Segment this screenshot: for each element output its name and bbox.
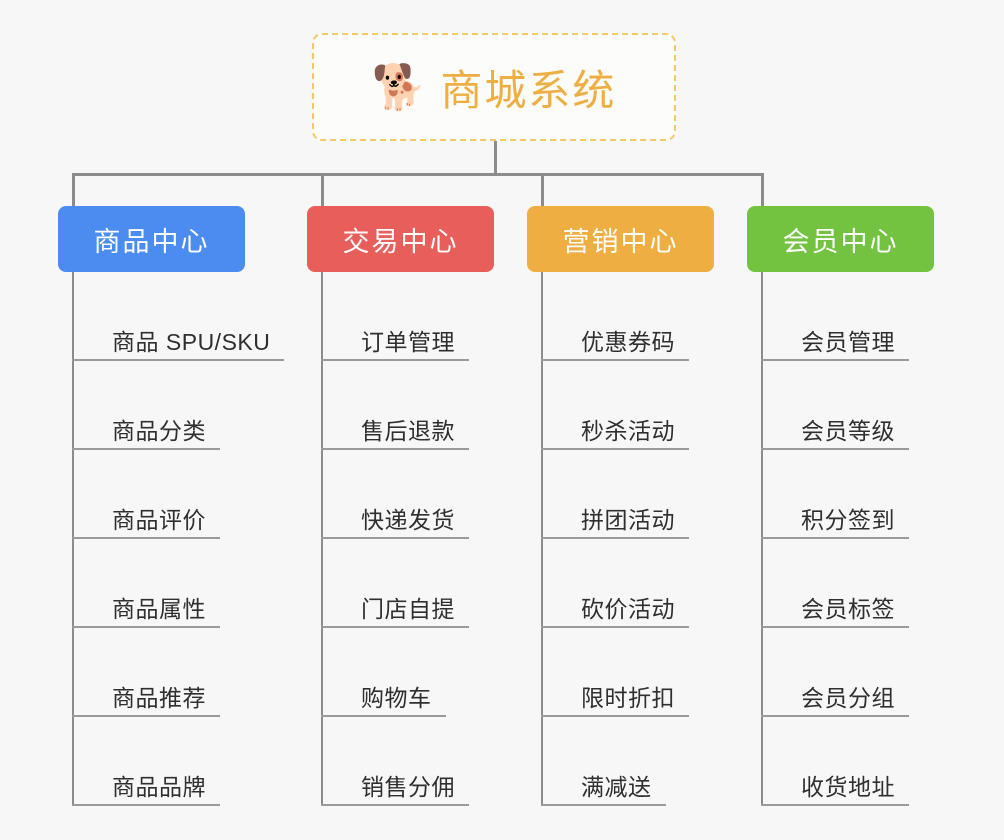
branch-header-product-center[interactable]: 商品中心 [58,206,245,272]
dog-face-icon: 🐕 [371,63,427,112]
leaf-item-rule [321,359,469,361]
leaf-item-rule [72,715,220,717]
leaf-item-label: 会员管理 [801,329,895,355]
connector-bus [72,173,764,176]
leaf-item[interactable]: 订单管理 [321,272,521,361]
connector-drop-trade-center [321,173,324,206]
branch-header-label: 交易中心 [342,226,459,257]
leaf-item-rule [761,537,909,539]
leaf-item[interactable]: 快递发货 [321,450,521,539]
leaf-item-rule [541,448,689,450]
leaf-item[interactable]: 满减送 [541,717,741,806]
leaf-item[interactable]: 会员分组 [761,628,961,717]
leaf-item[interactable]: 收货地址 [761,717,961,806]
connector-drop-member-center [761,173,764,206]
branch-spine-trade-center [321,272,323,806]
leaf-item[interactable]: 秒杀活动 [541,361,741,450]
branch-column-product-center: 商品 SPU/SKU 商品分类商品评价商品属性商品推荐商品品牌 [72,272,284,806]
leaf-item-label: 订单管理 [361,329,455,355]
leaf-item[interactable]: 商品属性 [72,539,272,628]
leaf-item-label: 限时折扣 [581,685,675,711]
leaf-item[interactable]: 商品 SPU/SKU [72,272,284,361]
leaf-item-rule [541,537,689,539]
branch-spine-marketing-center [541,272,543,806]
leaf-item-rule [72,448,220,450]
leaf-item-rule [72,537,220,539]
leaf-item-rule [72,359,284,361]
leaf-item-rule [321,537,469,539]
leaf-item[interactable]: 会员等级 [761,361,961,450]
leaf-item-label: 会员等级 [801,418,895,444]
leaf-item-rule [541,804,666,806]
leaf-item-rule [321,448,469,450]
leaf-item-rule [72,626,220,628]
leaf-item-rule [761,626,909,628]
leaf-item-label: 商品 SPU/SKU [112,329,271,355]
leaf-item-rule [541,359,689,361]
branch-header-label: 会员中心 [782,226,899,257]
leaf-item[interactable]: 会员管理 [761,272,961,361]
leaf-item[interactable]: 优惠券码 [541,272,741,361]
leaf-item-label: 商品评价 [112,507,206,533]
leaf-item-rule [761,715,909,717]
leaf-item[interactable]: 会员标签 [761,539,961,628]
leaf-item-label: 商品分类 [112,418,206,444]
branch-column-trade-center: 订单管理售后退款快递发货门店自提购物车销售分佣 [321,272,521,806]
root-node-shop-system[interactable]: 🐕 商城系统 [312,33,676,141]
leaf-item[interactable]: 商品评价 [72,450,272,539]
leaf-item[interactable]: 商品推荐 [72,628,272,717]
leaf-item-label: 售后退款 [361,418,455,444]
connector-drop-product-center [72,173,75,206]
leaf-item-label: 会员标签 [801,596,895,622]
leaf-item[interactable]: 限时折扣 [541,628,741,717]
leaf-item-label: 商品推荐 [112,685,206,711]
branch-column-member-center: 会员管理会员等级积分签到会员标签会员分组收货地址 [761,272,961,806]
leaf-item-label: 砍价活动 [581,596,675,622]
branch-spine-member-center [761,272,763,806]
leaf-item[interactable]: 购物车 [321,628,521,717]
leaf-item-label: 收货地址 [801,774,895,800]
leaf-item-label: 会员分组 [801,685,895,711]
leaf-item[interactable]: 商品品牌 [72,717,272,806]
leaf-item[interactable]: 积分签到 [761,450,961,539]
leaf-item-label: 秒杀活动 [581,418,675,444]
leaf-item-rule [72,804,220,806]
leaf-item-label: 商品品牌 [112,774,206,800]
leaf-item-rule [321,715,446,717]
leaf-item[interactable]: 拼团活动 [541,450,741,539]
leaf-item-rule [761,804,909,806]
branch-spine-product-center [72,272,74,806]
leaf-item-label: 优惠券码 [581,329,675,355]
leaf-item-label: 积分签到 [801,507,895,533]
leaf-item-rule [321,626,469,628]
branch-header-label: 营销中心 [562,226,679,257]
branch-header-marketing-center[interactable]: 营销中心 [527,206,714,272]
leaf-item[interactable]: 门店自提 [321,539,521,628]
leaf-item-rule [761,359,909,361]
connector-root-stem [494,141,497,176]
leaf-item-label: 购物车 [361,685,432,711]
leaf-item[interactable]: 销售分佣 [321,717,521,806]
connector-drop-marketing-center [541,173,544,206]
leaf-item[interactable]: 砍价活动 [541,539,741,628]
branch-header-member-center[interactable]: 会员中心 [747,206,934,272]
branch-header-label: 商品中心 [93,226,210,257]
leaf-item[interactable]: 售后退款 [321,361,521,450]
leaf-item-label: 拼团活动 [581,507,675,533]
branch-header-trade-center[interactable]: 交易中心 [307,206,494,272]
leaf-item-label: 门店自提 [361,596,455,622]
leaf-item-rule [541,715,689,717]
leaf-item-label: 满减送 [581,774,652,800]
leaf-item-label: 商品属性 [112,596,206,622]
leaf-item-rule [321,804,469,806]
leaf-item-rule [541,626,689,628]
branch-column-marketing-center: 优惠券码秒杀活动拼团活动砍价活动限时折扣满减送 [541,272,741,806]
leaf-item-label: 销售分佣 [361,774,455,800]
leaf-item[interactable]: 商品分类 [72,361,272,450]
leaf-item-label: 快递发货 [361,507,455,533]
leaf-item-rule [761,448,909,450]
root-title: 商城系统 [440,66,617,114]
